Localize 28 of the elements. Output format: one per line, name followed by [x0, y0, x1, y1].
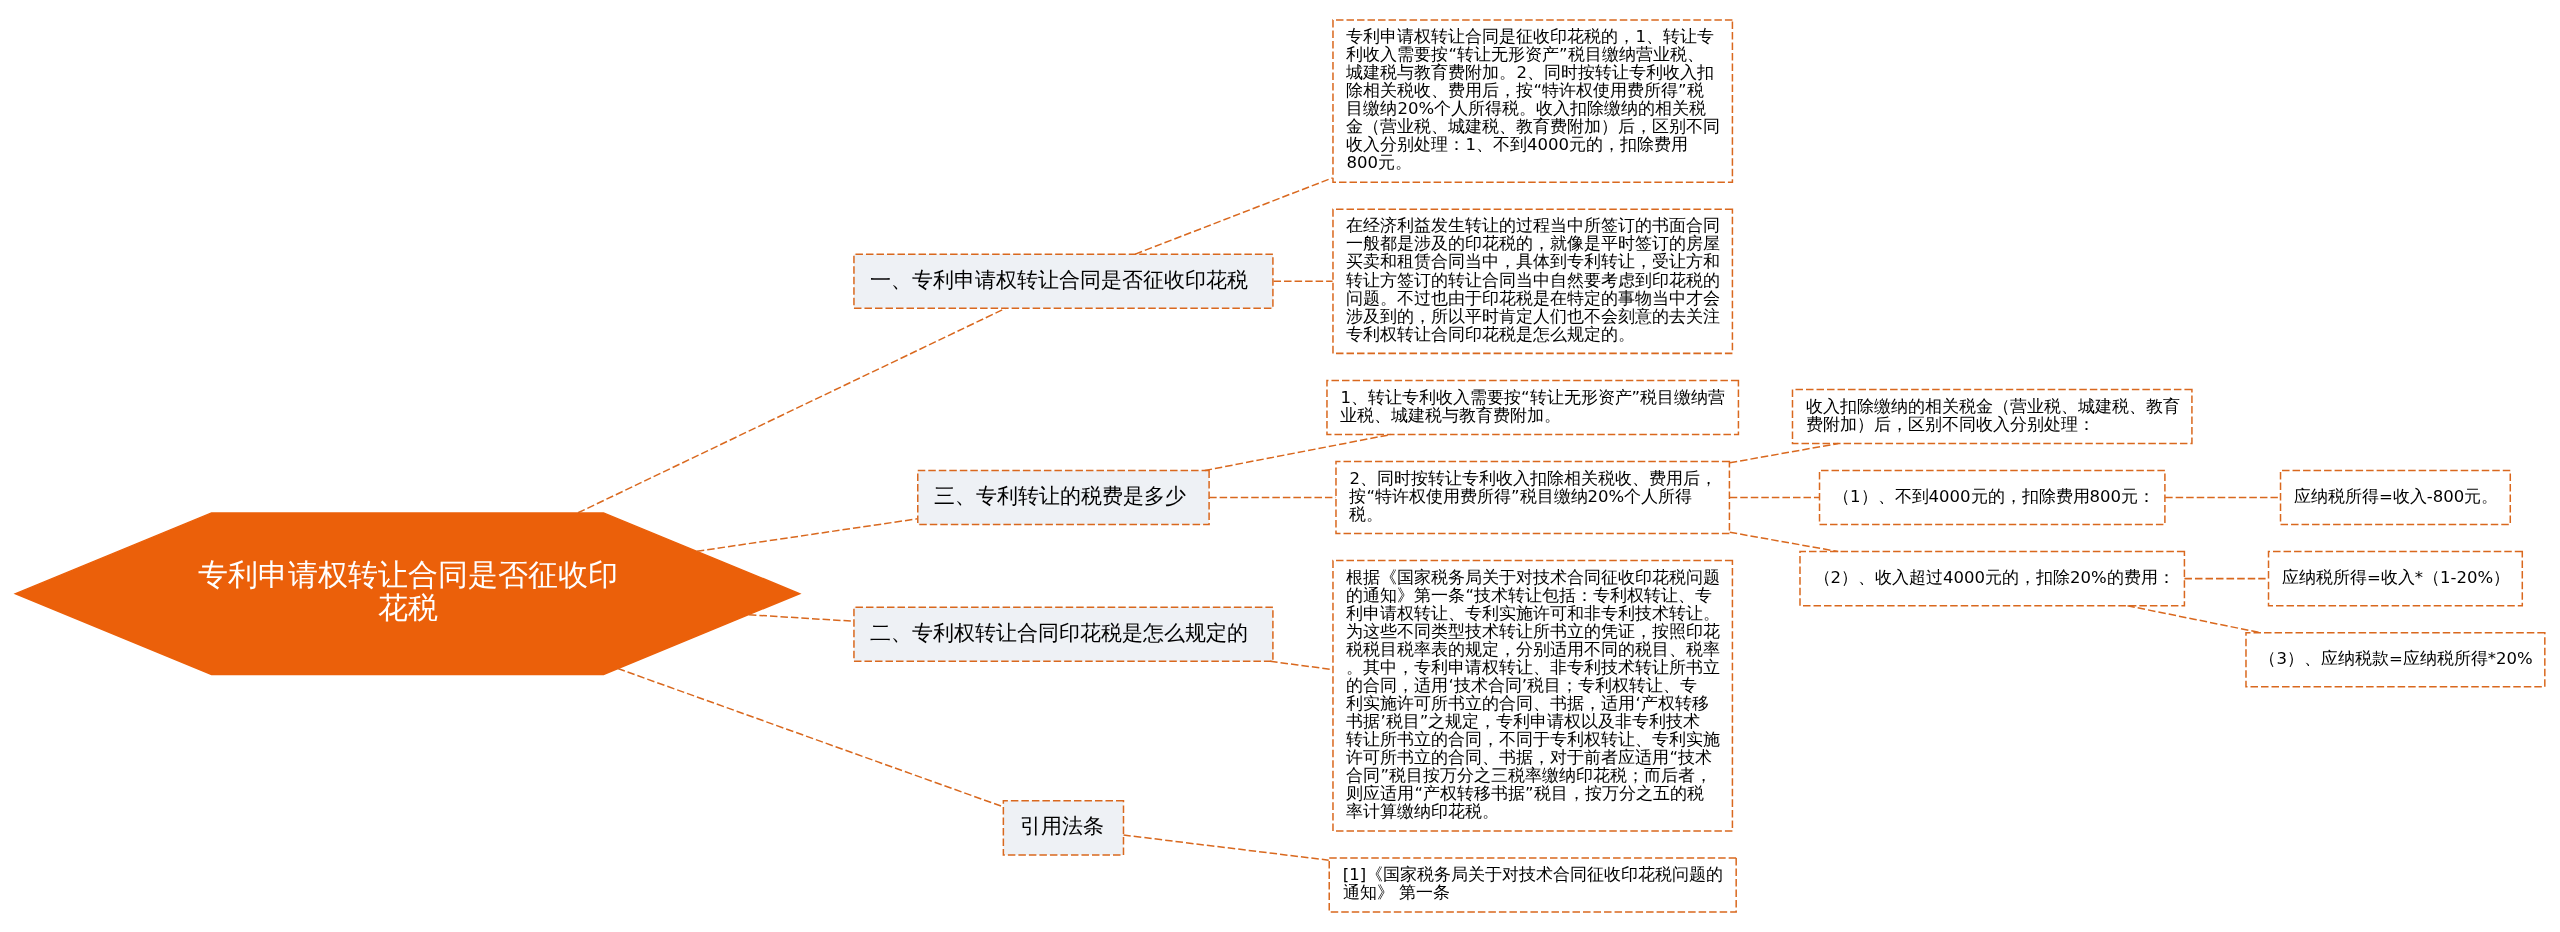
- connector: [1134, 177, 1334, 255]
- node-box: 2、同时按转让专利收入扣除相关税收、费用后，按“特许权使用费所得”税目缴纳20%个人所得税。: [1335, 460, 1731, 535]
- node-box: 引用法条: [1002, 800, 1125, 856]
- connector: [1729, 442, 1840, 464]
- connector: [617, 667, 1004, 808]
- node-box: 在经济利益发生转让的过程当中所签订的书面合同一般都是涉及的印花税的，就像是平时签订的房屋买卖和租赁合同当中，具体到专利转让，受让方和转让方签订的转让合同当中自然要考虑到印花税的问题。不过也由于印花税是在特定的事物当中才会涉及到的，所以平时肯定人们也不会刻意的去关注专利权转让合同印花税是怎么规定的。: [1332, 208, 1734, 355]
- node-box: 应纳税所得=收入*（1-20%）: [2267, 550, 2524, 607]
- connector: [1208, 496, 1337, 499]
- connector: [1272, 280, 1334, 283]
- connector: [2126, 605, 2261, 634]
- node-box: （2）、收入超过4000元的，扣除20%的费用：: [1799, 550, 2186, 607]
- node-box: [1]《国家税务局关于对技术合同征收印花税问题的通知》 第一条: [1328, 857, 1737, 913]
- node-box: 三、专利转让的税费是多少: [917, 469, 1210, 526]
- connector: [1122, 834, 1330, 861]
- node-box: 收入扣除缴纳的相关税金（营业税、城建税、教育费附加）后，区别不同收入分别处理：: [1791, 388, 2193, 445]
- node-box: （3）、应纳税款=应纳税所得*20%: [2245, 631, 2546, 688]
- connector: [1729, 496, 1821, 499]
- node-box: 根据《国家税务局关于对技术合同征收印花税问题的通知》第一条“技术转让包括：专利权转让、专利申请权转让、专利实施许可和非专利技术转让。为这些不同类型技术转让所书立的凭证，按照印花税税目税率表的规定，分别适用不同的税目、税率。其中，专利申请权转让、非专利技术转让所书立的合同，适用‘技术合同’税目；专利权转让、专利实施许可所书立的合同、书据，适用‘产权转移书据’税目”之规定，专利申请权以及非专利技术转让所书立的合同，不同于专利权转让、专利实施许可所书立的合同、书据，对于前者应适用“技术合同”税目按万分之三税率缴纳印花税；而后者，则应适用“产权转移书据”税目，按万分之五的税率计算缴纳印花税。: [1332, 559, 1734, 832]
- connector: [696, 518, 919, 553]
- connector: [2183, 577, 2269, 580]
- connector: [2164, 496, 2281, 499]
- node-box: 专利申请权转让合同是征收印花税的，1、转让专利收入需要按“转让无形资产”税目缴纳营业税、城建税与教育费附加。2、同时按转让专利收入扣除相关税收、费用后，按“特许权使用费所得”税目缴纳20%个人所得税。收入扣除缴纳的相关税金（营业税、城建税、教育费附加）后，区别不同收入分别处理：1、不到4000元的，扣除费用800元。: [1332, 19, 1734, 183]
- node-box: 一、专利申请权转让合同是否征收印花税: [853, 253, 1274, 310]
- node-box: 1、转让专利收入需要按“转让无形资产”税目缴纳营业税、城建税与教育费附加。: [1326, 379, 1740, 436]
- node-box: （1）、不到4000元的，扣除费用800元：: [1818, 469, 2166, 526]
- node-box: 应纳税所得=收入-800元。: [2279, 469, 2512, 526]
- connector: [1729, 531, 1840, 553]
- node-box: 二、专利权转让合同印花税是怎么规定的: [853, 606, 1274, 662]
